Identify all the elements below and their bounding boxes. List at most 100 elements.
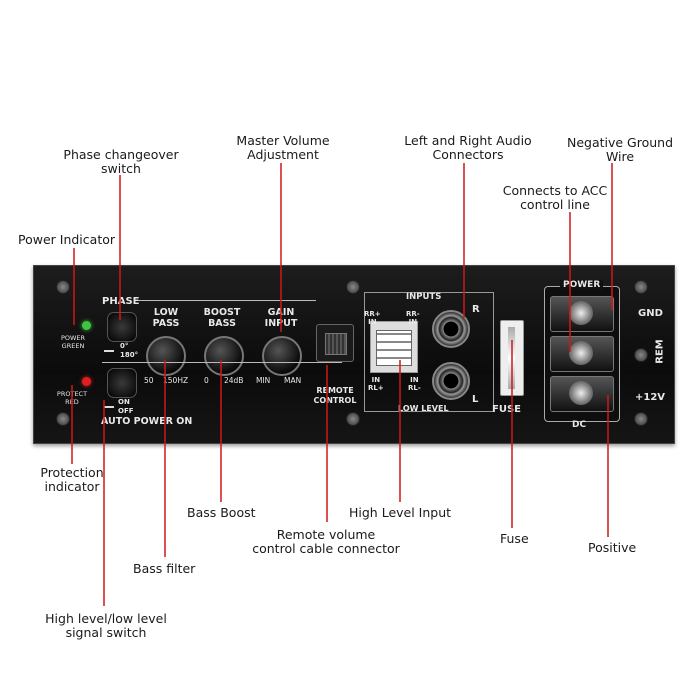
gain-input-knob[interactable] bbox=[262, 336, 302, 376]
callout-remote-cable: Remote volume control cable connector bbox=[248, 528, 404, 556]
callout-master-volume-line2: Adjustment bbox=[247, 147, 319, 162]
r-label: R bbox=[472, 304, 480, 315]
boost-bass-min: 0 bbox=[204, 376, 209, 385]
rr-minus-line1: RR- bbox=[406, 310, 420, 318]
callout-fuse: Fuse bbox=[500, 531, 529, 546]
boost-bass-line2: BASS bbox=[208, 318, 236, 329]
plus12v-label: +12V bbox=[635, 392, 666, 403]
callout-power-indicator: Power Indicator bbox=[18, 232, 116, 247]
power-label: POWER bbox=[560, 280, 604, 290]
rl-minus-line1: IN bbox=[410, 376, 419, 384]
power-green-line1: POWER bbox=[60, 334, 86, 342]
phase-180-label: 180° bbox=[120, 351, 139, 359]
terminal-screw-icon bbox=[569, 341, 593, 365]
callout-positive: Positive bbox=[588, 540, 637, 555]
low-pass-line1: LOW bbox=[153, 307, 179, 318]
rr-plus-label: RR+ IN bbox=[364, 310, 381, 326]
screw-icon bbox=[634, 348, 648, 362]
auto-power-on-label: AUTO POWER ON bbox=[101, 416, 193, 427]
power-green-label: POWER GREEN bbox=[58, 334, 88, 350]
low-pass-max: 150HZ bbox=[163, 376, 189, 385]
callout-acc-line: Connects to ACC control line bbox=[500, 184, 610, 212]
callout-master-volume-line1: Master Volume bbox=[236, 133, 330, 148]
callout-phase-switch: Phase changeover switch bbox=[58, 148, 184, 176]
callout-audio-connectors-line1: Left and Right Audio bbox=[404, 133, 532, 148]
ground-icon bbox=[104, 350, 114, 358]
rr-minus-line2: IN bbox=[408, 318, 418, 326]
dc-label: DC bbox=[572, 420, 587, 430]
high-level-connector[interactable] bbox=[370, 321, 418, 373]
boost-bass-line1: BOOST bbox=[203, 307, 241, 318]
callout-protection-indicator: Protection indicator bbox=[30, 466, 114, 494]
rl-minus-label: IN RL- bbox=[408, 376, 421, 392]
rl-minus-line2: RL- bbox=[408, 384, 421, 392]
callout-signal-switch-line2: signal switch bbox=[65, 625, 147, 640]
remote-control-jack[interactable] bbox=[316, 324, 354, 362]
divider-line bbox=[138, 300, 316, 301]
rl-plus-label: IN RL+ bbox=[368, 376, 384, 392]
callout-negative-ground-line2: Wire bbox=[605, 149, 635, 164]
callout-signal-switch: High level/low level signal switch bbox=[40, 612, 172, 640]
callout-phase-switch-line2: switch bbox=[101, 161, 141, 176]
rl-plus-line1: IN bbox=[371, 376, 381, 384]
remote-control-line1: REMOTE bbox=[316, 386, 354, 395]
rr-minus-label: RR- IN bbox=[406, 310, 420, 326]
pin-grid bbox=[376, 330, 412, 366]
callout-audio-connectors-line2: Connectors bbox=[432, 147, 504, 162]
gain-max: MAN bbox=[284, 376, 302, 385]
rca-left-jack[interactable] bbox=[432, 362, 470, 400]
terminal-screw-icon bbox=[569, 301, 593, 325]
low-pass-knob[interactable] bbox=[146, 336, 186, 376]
screw-icon bbox=[634, 280, 648, 294]
callout-remote-cable-line1: Remote volume bbox=[276, 527, 376, 542]
jack-socket bbox=[325, 333, 347, 355]
rem-terminal[interactable] bbox=[550, 336, 614, 372]
rr-plus-line2: IN bbox=[368, 318, 377, 326]
callout-bass-filter: Bass filter bbox=[133, 561, 196, 576]
screw-icon bbox=[634, 412, 648, 426]
low-pass-label: LOW PASS bbox=[146, 307, 186, 329]
power-green-line2: GREEN bbox=[61, 342, 85, 350]
divider-line bbox=[102, 362, 342, 363]
callout-acc-line-line1: Connects to ACC bbox=[502, 183, 608, 198]
screw-icon bbox=[346, 280, 360, 294]
ground-icon bbox=[104, 406, 114, 414]
low-pass-line2: PASS bbox=[152, 318, 180, 329]
callout-phase-switch-line1: Phase changeover bbox=[63, 147, 179, 162]
low-level-label: LOW LEVEL bbox=[398, 404, 449, 413]
callout-remote-cable-line2: control cable connector bbox=[252, 541, 400, 556]
screw-icon bbox=[346, 412, 360, 426]
inputs-frame bbox=[364, 292, 494, 412]
gnd-terminal[interactable] bbox=[550, 296, 614, 332]
rl-plus-line2: RL+ bbox=[368, 384, 384, 392]
callout-bass-boost: Bass Boost bbox=[187, 505, 256, 520]
callout-acc-line-line2: control line bbox=[520, 197, 590, 212]
screw-icon bbox=[56, 280, 70, 294]
screw-icon bbox=[56, 412, 70, 426]
signal-switch[interactable] bbox=[107, 368, 137, 398]
l-label: L bbox=[472, 394, 479, 405]
gnd-label: GND bbox=[638, 308, 663, 319]
protect-led bbox=[82, 377, 91, 386]
gain-min: MIN bbox=[256, 376, 271, 385]
callout-negative-ground-line1: Negative Ground bbox=[566, 135, 674, 150]
callout-high-level-input: High Level Input bbox=[349, 505, 452, 520]
off-label: OFF bbox=[118, 407, 134, 415]
rr-plus-line1: RR+ bbox=[364, 310, 381, 318]
callout-protection-indicator-line1: Protection bbox=[40, 465, 104, 480]
boost-bass-knob[interactable] bbox=[204, 336, 244, 376]
remote-control-line2: CONTROL bbox=[313, 396, 357, 405]
callout-signal-switch-line1: High level/low level bbox=[45, 611, 167, 626]
fuse-label: FUSE bbox=[492, 404, 521, 415]
callout-protection-indicator-line2: indicator bbox=[44, 479, 100, 494]
callout-audio-connectors: Left and Right Audio Connectors bbox=[398, 134, 538, 162]
callout-negative-ground: Negative Ground Wire bbox=[560, 136, 680, 164]
power-led bbox=[82, 321, 91, 330]
terminal-screw-icon bbox=[569, 381, 593, 405]
phase-0-label: 0° bbox=[120, 342, 129, 350]
phase-switch[interactable] bbox=[107, 312, 137, 342]
boost-bass-label: BOOST BASS bbox=[199, 307, 245, 329]
on-label: ON bbox=[118, 398, 130, 406]
plus12v-terminal[interactable] bbox=[550, 376, 614, 412]
